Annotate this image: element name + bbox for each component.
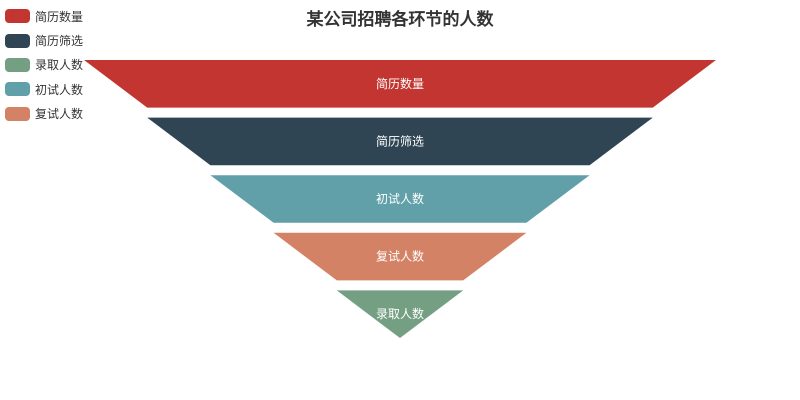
funnel-segment-label: 简历筛选 [376,133,424,148]
legend: 简历数量简历筛选录取人数初试人数复试人数 [5,4,83,126]
chart-title: 某公司招聘各环节的人数 [306,10,494,30]
legend-label: 录取人数 [35,58,84,73]
legend-swatch [5,106,30,121]
funnel-segment[interactable] [336,290,464,338]
funnel-segment-label: 简历数量 [376,76,424,91]
legend-label: 复试人数 [35,107,84,122]
legend-swatch [5,82,30,97]
funnel-segment[interactable] [147,117,653,166]
funnel-segment-label: 初试人数 [376,191,424,206]
funnel-segment-label: 复试人数 [376,249,424,264]
legend-swatch [5,57,30,72]
funnel-segment-label: 录取人数 [376,306,424,321]
legend-item[interactable]: 简历筛选 [5,28,83,52]
legend-label: 简历筛选 [35,34,84,49]
legend-item[interactable]: 录取人数 [5,53,83,77]
legend-item[interactable]: 初试人数 [5,77,83,101]
funnel-segment[interactable] [210,175,590,223]
legend-swatch [5,33,30,48]
funnel-segment[interactable] [84,60,716,108]
legend-swatch [5,9,30,24]
legend-label: 简历数量 [35,9,84,24]
legend-item[interactable]: 复试人数 [5,102,83,126]
legend-item[interactable]: 简历数量 [5,4,83,28]
legend-label: 初试人数 [35,82,84,97]
funnel-segment[interactable] [273,232,527,281]
